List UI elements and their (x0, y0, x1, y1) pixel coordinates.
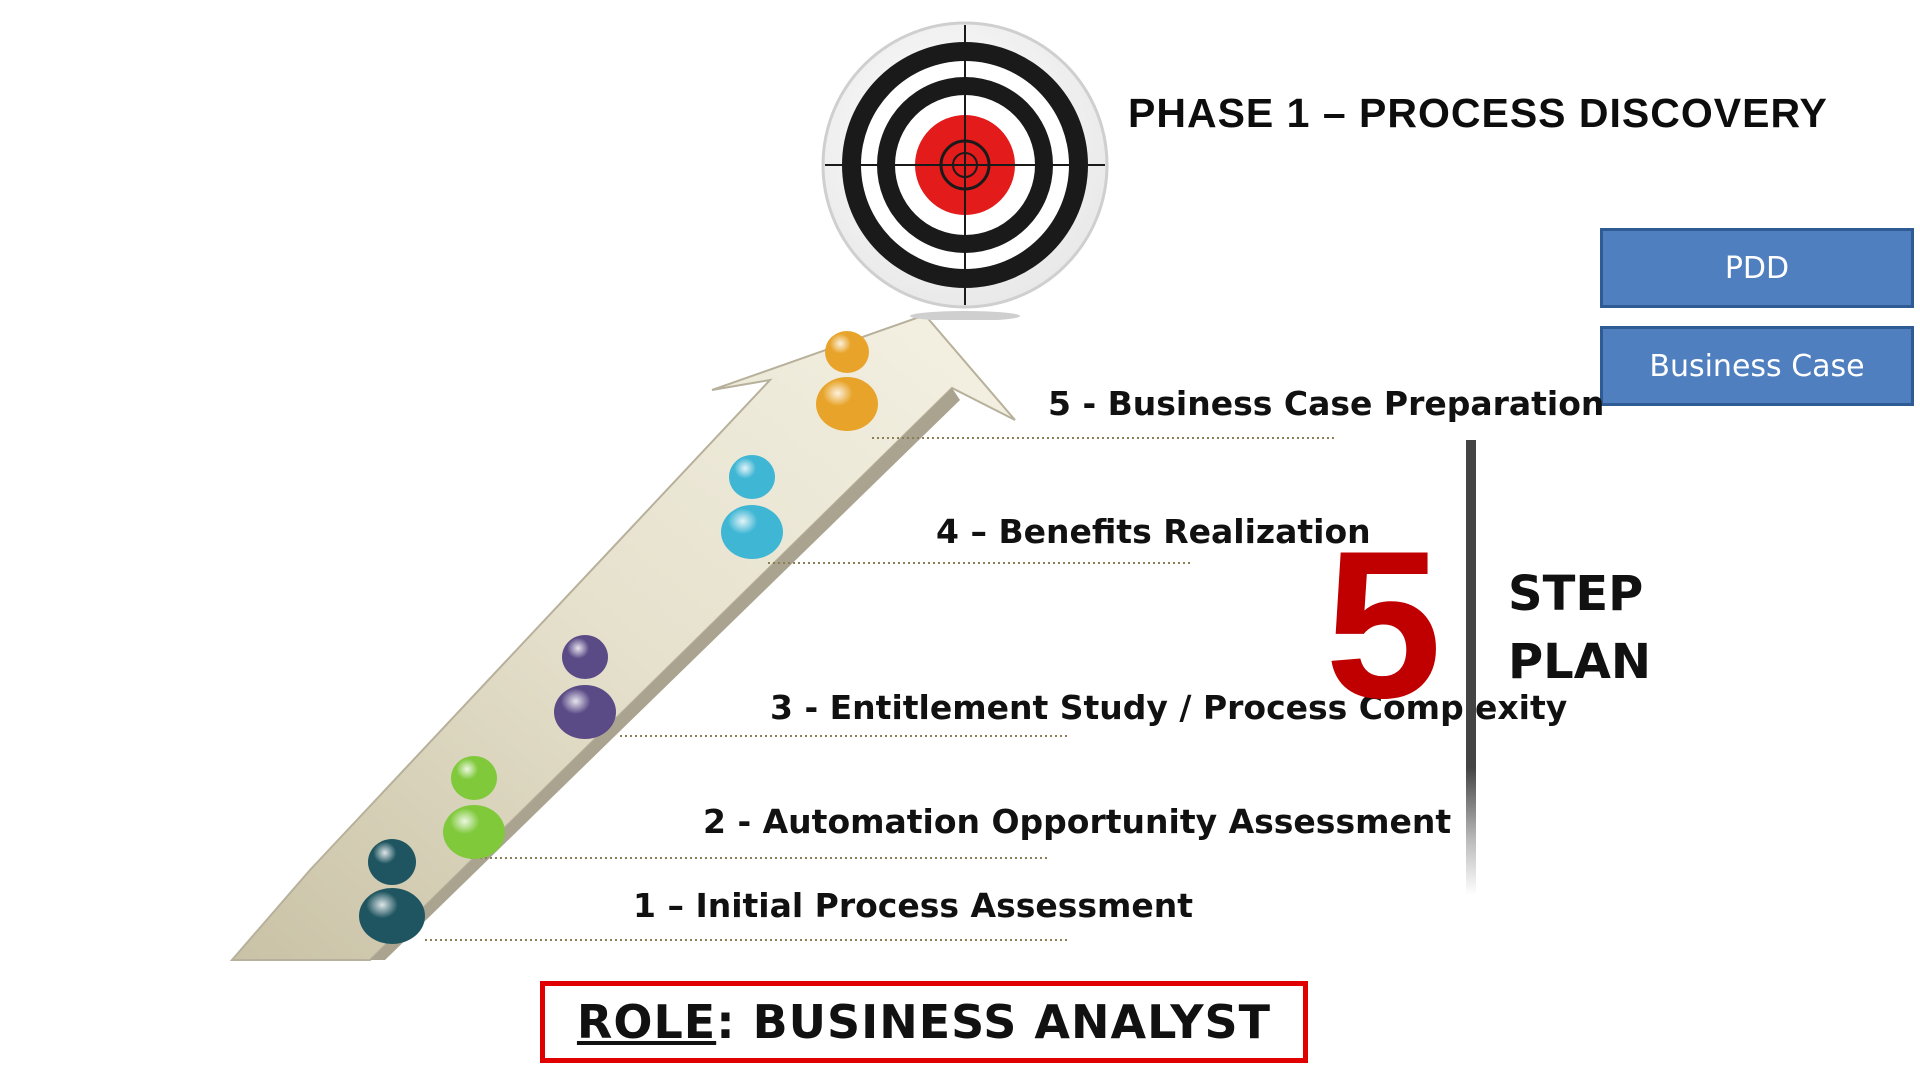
page-title: PHASE 1 – PROCESS DISCOVERY (1128, 90, 1828, 136)
plan-divider (1466, 440, 1476, 895)
step-label-4: 4 – Benefits Realization (936, 512, 1371, 551)
step-label-2: 2 - Automation Opportunity Assessment (703, 802, 1452, 841)
step-label-5: 5 - Business Case Preparation (1048, 384, 1605, 423)
plan-label: STEP PLAN (1508, 560, 1651, 696)
person-figure-icon (721, 455, 783, 559)
person-figure-icon (816, 331, 878, 431)
target-icon (821, 21, 1109, 320)
person-figure-icon (359, 839, 425, 944)
pdd-button[interactable]: PDD (1600, 228, 1914, 308)
plan-number: 5 (1325, 507, 1442, 742)
role-text: : BUSINESS ANALYST (716, 995, 1272, 1049)
person-figure-icon (554, 635, 616, 739)
step-label-3: 3 - Entitlement Study / Process Complexi… (770, 688, 1568, 727)
plan-label-line2: PLAN (1508, 634, 1652, 690)
role-prefix: ROLE (576, 995, 717, 1049)
plan-label-line1: STEP (1508, 566, 1644, 622)
step-label-1: 1 – Initial Process Assessment (633, 886, 1194, 925)
business-case-button[interactable]: Business Case (1600, 326, 1914, 406)
role-box: ROLE: BUSINESS ANALYST (540, 981, 1308, 1063)
person-figure-icon (443, 756, 505, 859)
